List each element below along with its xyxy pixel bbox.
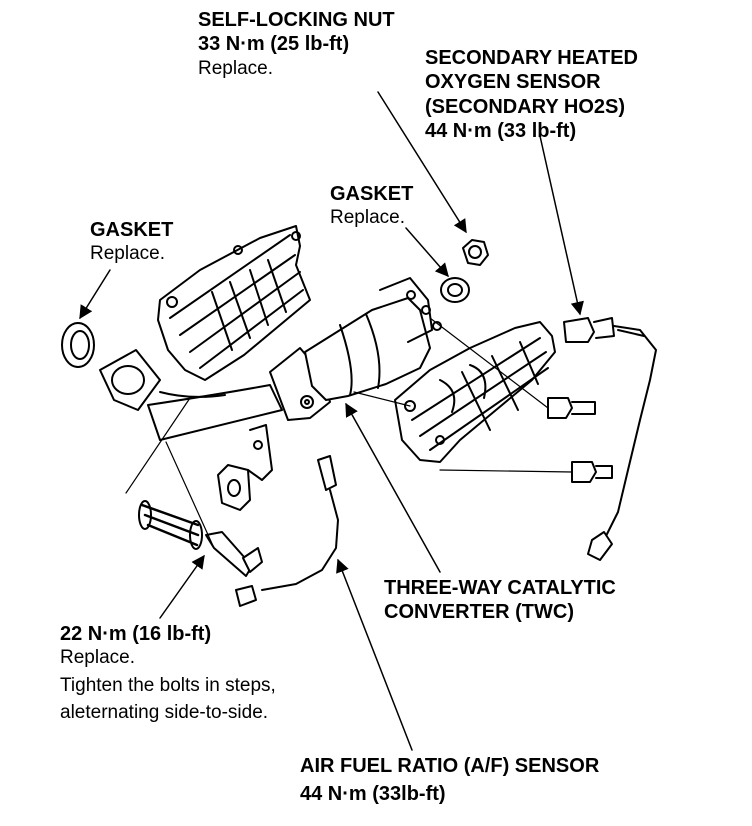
arrow-af-sensor xyxy=(336,558,413,751)
secondary-ho2s-line1: SECONDARY HEATED xyxy=(425,47,638,69)
twc-label: THREE-WAY CATALYTIC CONVERTER (TWC) xyxy=(384,576,616,625)
arrow-bolts xyxy=(159,554,205,619)
twc-line2: CONVERTER (TWC) xyxy=(384,601,574,624)
bolts-instruction-1: Tighten the bolts in steps, xyxy=(60,674,276,696)
rubber-hanger xyxy=(217,464,251,511)
bolts-torque: 22 N·m (16 lb-ft) xyxy=(60,623,212,645)
self-locking-nut-part xyxy=(462,239,489,266)
self-locking-nut-torque: 33 N·m (25 lb-ft) xyxy=(198,33,350,56)
arrow-twc xyxy=(345,402,441,573)
bolts-instruction-2: aleternating side-to-side. xyxy=(60,701,269,723)
self-locking-nut-title: SELF-LOCKING NUT xyxy=(198,9,395,31)
upper-heat-shield xyxy=(157,225,311,381)
arrow-gasket-left xyxy=(79,269,111,320)
bolts-note: Replace. xyxy=(60,647,135,669)
secondary-ho2s-line3: (SECONDARY HO2S) xyxy=(425,95,626,118)
leader-arrows xyxy=(79,91,584,751)
upper-gasket-part xyxy=(440,277,470,303)
gasket-left-title: GASKET xyxy=(90,219,174,241)
catalytic-converter-body xyxy=(304,277,442,401)
assembly-guide-lines xyxy=(125,317,573,549)
secondary-ho2s-torque: 44 N·m (33 lb-ft) xyxy=(425,120,577,143)
twc-line1: THREE-WAY CATALYTIC xyxy=(384,577,616,599)
mounting-bolts xyxy=(547,397,613,483)
self-locking-nut-label: SELF-LOCKING NUT 33 N·m (25 lb-ft) Repla… xyxy=(198,8,395,80)
af-sensor-torque: 44 N·m (33lb-ft) xyxy=(300,783,446,806)
gasket-upper-label: GASKET Replace. xyxy=(330,182,413,230)
left-gasket-part xyxy=(61,322,95,368)
arrow-secondary-ho2s xyxy=(539,135,584,316)
af-sensor-part xyxy=(235,455,339,607)
lower-heat-shield xyxy=(394,321,556,463)
secondary-ho2s-label: SECONDARY HEATED OXYGEN SENSOR (SECONDAR… xyxy=(425,46,638,144)
secondary-ho2s-line2: OXYGEN SENSOR xyxy=(425,71,601,94)
bolts-label: 22 N·m (16 lb-ft) Replace. Tighten the b… xyxy=(60,622,276,724)
front-exhaust-pipe xyxy=(99,349,283,481)
af-sensor-label: AIR FUEL RATIO (A/F) SENSOR 44 N·m (33lb… xyxy=(300,754,599,807)
gasket-left-label: GASKET Replace. xyxy=(90,218,173,266)
arrow-gasket-upper xyxy=(405,227,449,278)
af-sensor-title: AIR FUEL RATIO (A/F) SENSOR xyxy=(300,755,600,777)
gasket-left-note: Replace. xyxy=(90,243,165,265)
spring-bolt-parts xyxy=(138,500,263,577)
gasket-upper-title: GASKET xyxy=(330,183,414,205)
gasket-upper-note: Replace. xyxy=(330,207,405,229)
secondary-ho2s-part xyxy=(563,317,657,561)
arrow-self-locking-nut xyxy=(377,91,467,234)
self-locking-nut-note: Replace. xyxy=(198,57,273,79)
